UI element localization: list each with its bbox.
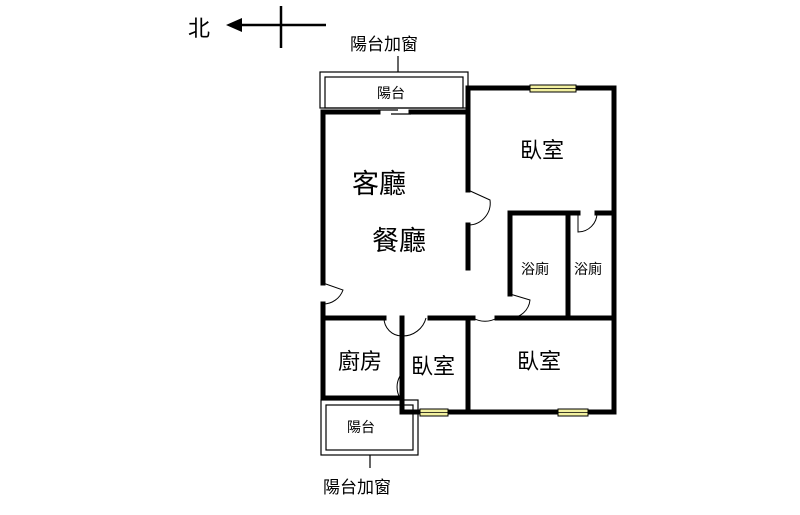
door-bath-2 <box>577 212 598 233</box>
door-kitchen <box>383 317 403 337</box>
bath-1-label: 浴廁 <box>521 261 549 278</box>
balcony-window-bottom-label: 陽台加窗 <box>323 478 391 498</box>
living-room-label: 客廳 <box>352 169 406 200</box>
bedroom-small-label: 臥室 <box>411 355 455 380</box>
walls <box>320 85 617 415</box>
dining-room-label: 餐廳 <box>372 226 426 257</box>
bath-2-label: 浴廁 <box>574 261 602 278</box>
door-bedroom-small <box>401 317 427 337</box>
windows <box>419 84 589 417</box>
bedroom-se-label: 臥室 <box>517 350 561 375</box>
north-arrow-head <box>226 18 242 32</box>
north-label: 北 <box>188 17 210 42</box>
bedroom-ne-label: 臥室 <box>520 139 564 164</box>
doors <box>322 189 598 399</box>
door-bedroom-ne <box>467 189 491 226</box>
door-bath-1 <box>509 293 531 319</box>
balcony-top-door <box>378 109 411 115</box>
door-kitchen-balcony <box>396 375 401 399</box>
kitchen-label: 廚房 <box>338 350 382 375</box>
balcony-bottom-label: 陽台 <box>347 420 375 436</box>
balcony-top-label: 陽台 <box>377 86 405 102</box>
door-bedroom-se <box>472 317 498 322</box>
north-arrow: 北 <box>188 6 326 48</box>
balcony-window-top-label: 陽台加窗 <box>350 35 418 55</box>
door-entrance <box>322 282 344 305</box>
